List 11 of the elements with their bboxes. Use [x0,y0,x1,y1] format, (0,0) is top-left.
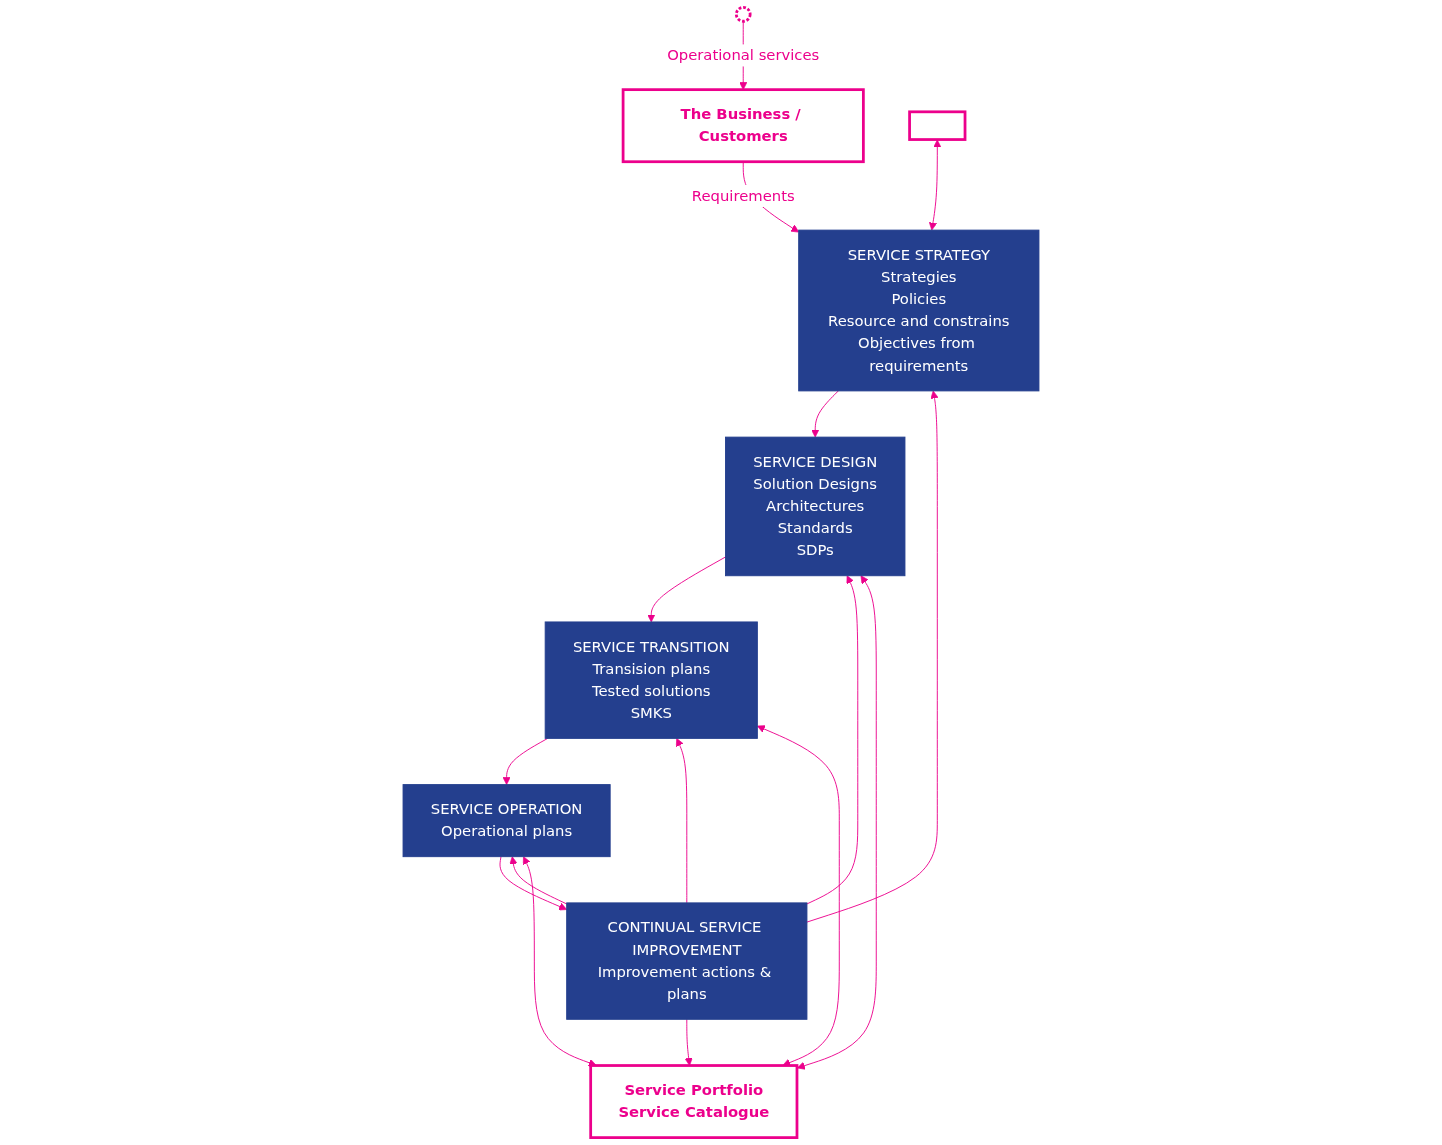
node-box: SERVICE DESIGN Solution Designs Architectures Standards SDPs [725,436,906,577]
node-box: CONTINUAL SERVICE IMPROVEMENT Improvement actions & plans [566,902,808,1020]
edge-label: Operational services [667,46,820,64]
node-box: The Business / Customers [621,88,865,164]
node-box: Service Portfolio Service Catalogue [589,1064,799,1139]
node-box: SERVICE STRATEGY Strategies Policies Resource and constrains Objectives from requirements [798,229,1040,392]
node-box: SERVICE TRANSITION Transision plans Tested solutions SMKS [544,621,758,739]
node-circle [734,6,752,23]
node-box: SERVICE OPERATION Operational plans [402,784,611,858]
edge-label: Requirements [691,186,795,205]
node-box [908,110,967,141]
